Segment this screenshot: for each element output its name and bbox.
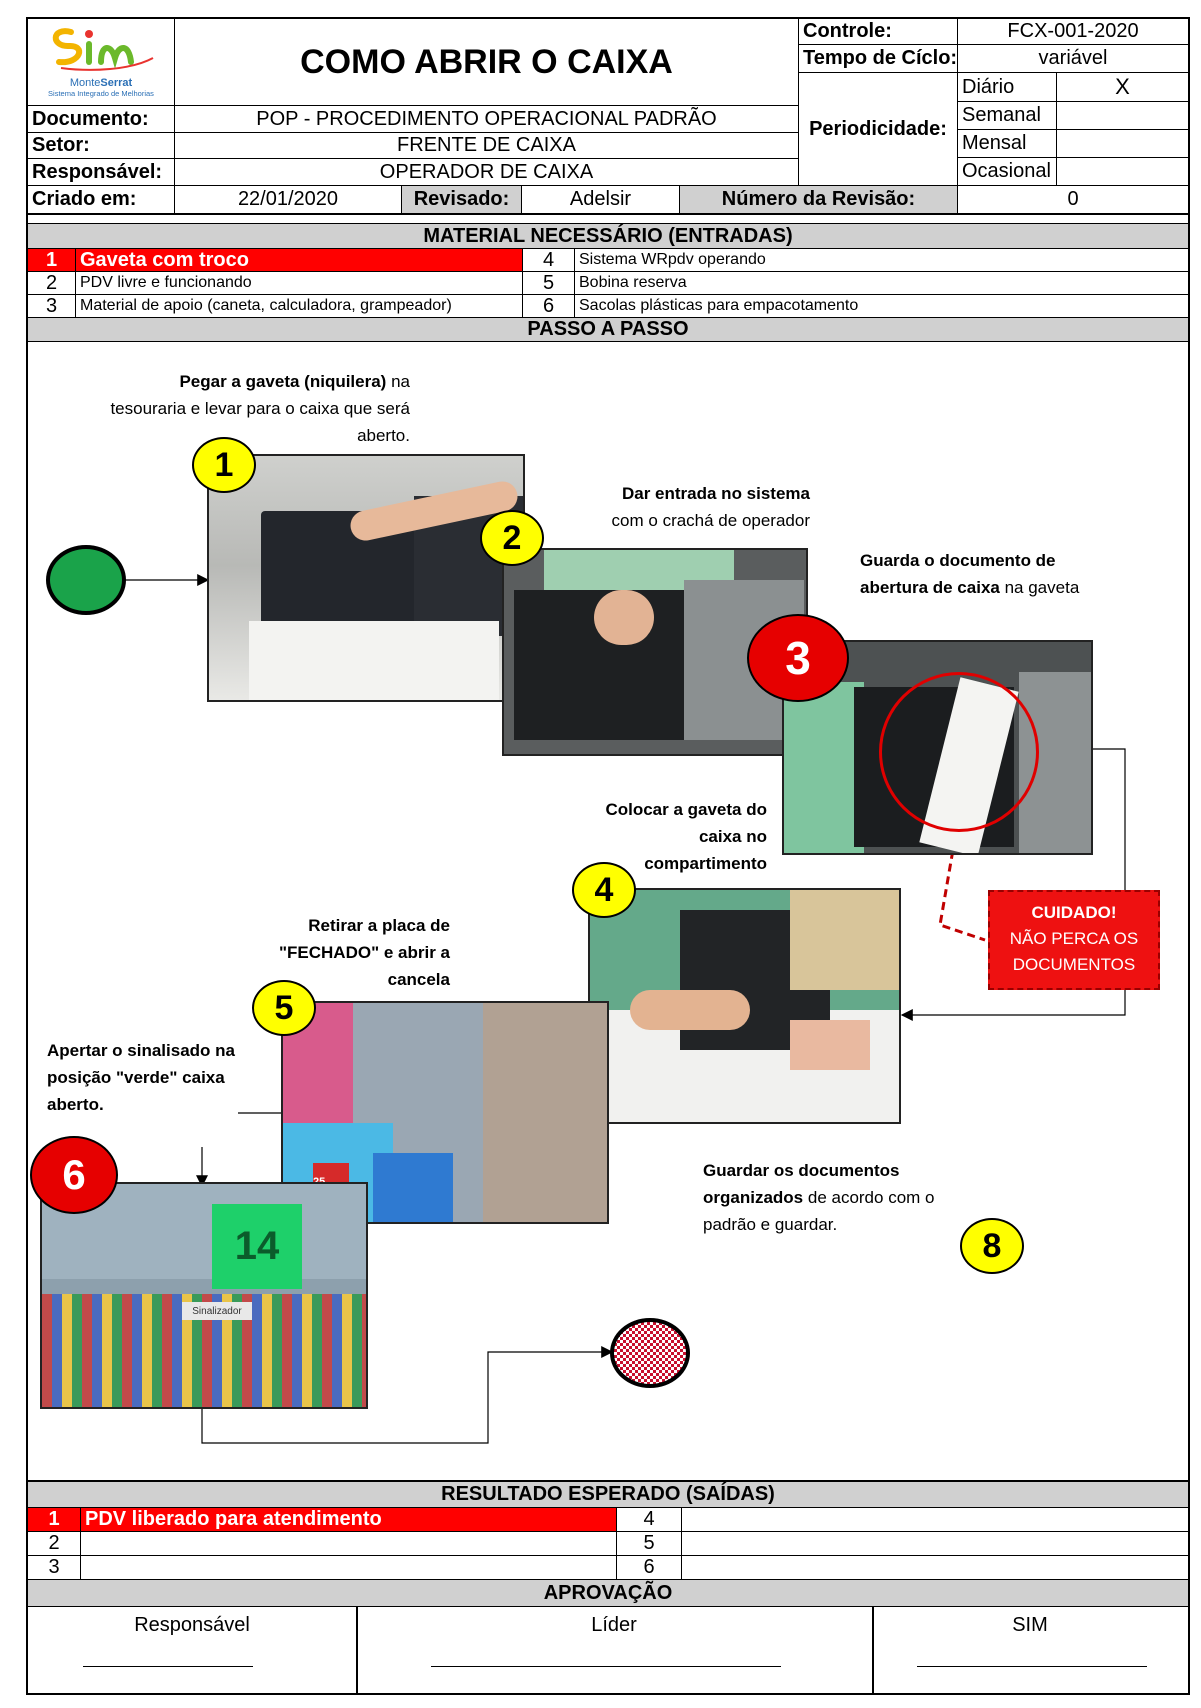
step-2-badge: 2 <box>480 510 544 566</box>
resultado-item-4-text <box>681 1507 1190 1532</box>
start-circle <box>46 545 126 615</box>
step-1-badge: 1 <box>192 437 256 493</box>
num-revisao-value: 0 <box>957 185 1190 215</box>
resultado-item-6-text <box>681 1555 1190 1580</box>
logo-brand-b: Serrat <box>100 77 133 89</box>
resultado-item-3-num: 3 <box>26 1555 81 1580</box>
step-8-badge: 8 <box>960 1218 1024 1274</box>
resultado-item-1-text: PDV liberado para atendimento <box>80 1507 617 1532</box>
aprovacao-role-lider: Líder <box>591 1614 637 1636</box>
aprovacao-responsavel: Responsável <box>26 1606 358 1695</box>
logo: MonteSerrat Sistema Integrado de Melhori… <box>41 22 161 102</box>
step-3-text: Guarda o documento de abertura de caixa … <box>860 551 1080 597</box>
resultado-item-6-num: 6 <box>616 1555 682 1580</box>
step-4-text: Colocar a gaveta do caixa no compartimen… <box>605 800 767 873</box>
step-6-badge: 6 <box>30 1136 118 1214</box>
resultado-item-4-num: 4 <box>616 1507 682 1532</box>
aprovacao-title: APROVAÇÃO <box>26 1579 1190 1607</box>
step-5-badge: 5 <box>252 980 316 1036</box>
step-4-badge: 4 <box>572 862 636 918</box>
step-1-text: Pegar a gaveta (niquilera) na tesouraria… <box>110 372 410 445</box>
step-4-photo <box>588 888 901 1124</box>
aprovacao-role-sim: SIM <box>1012 1614 1048 1636</box>
aprovacao-sim: SIM <box>872 1606 1190 1695</box>
step-1-photo <box>207 454 525 702</box>
revisado-label: Revisado: <box>401 185 522 215</box>
aprovacao-role-responsavel: Responsável <box>134 1614 250 1636</box>
resultado-item-2-text <box>80 1531 617 1556</box>
step-3-badge: 3 <box>747 614 849 702</box>
logo-tagline: Sistema Integrado de Melhorias <box>48 89 154 98</box>
step-6-text: Apertar o sinalisado na posição "verde" … <box>47 1041 235 1114</box>
warning-box: CUIDADO! NÃO PERCA OS DOCUMENTOS <box>988 890 1160 990</box>
sinalizador-label: Sinalizador <box>182 1302 252 1320</box>
end-circle <box>610 1318 690 1388</box>
warning-line-2: DOCUMENTOS <box>1012 955 1136 974</box>
step-8-text: Guardar os documentos organizados de aco… <box>703 1161 935 1234</box>
resultado-item-2-num: 2 <box>26 1531 81 1556</box>
logo-swoosh-icon <box>52 28 154 71</box>
warning-line-1: NÃO PERCA OS <box>1009 929 1139 948</box>
passo-title: PASSO A PASSO <box>26 317 1190 342</box>
signature-line <box>83 1666 253 1667</box>
step-5-text: Retirar a placa de "FECHADO" e abrir a c… <box>278 916 450 989</box>
resultado-item-1-num: 1 <box>26 1507 81 1532</box>
resultado-item-5-num: 5 <box>616 1531 682 1556</box>
caixa-number-sign: 14 <box>212 1204 302 1289</box>
logo-brand-a: Monte <box>69 77 101 89</box>
signature-line <box>431 1666 781 1667</box>
resultado-title: RESULTADO ESPERADO (SAÍDAS) <box>26 1480 1190 1508</box>
resultado-item-5-text <box>681 1531 1190 1556</box>
signature-line <box>917 1666 1147 1667</box>
num-revisao-label: Número da Revisão: <box>679 185 958 215</box>
warning-title: CUIDADO! <box>1031 903 1117 922</box>
resultado-item-3-text <box>80 1555 617 1580</box>
aprovacao-lider: Líder <box>356 1606 874 1695</box>
step-6-photo: 14 Sinalizador <box>40 1182 368 1409</box>
